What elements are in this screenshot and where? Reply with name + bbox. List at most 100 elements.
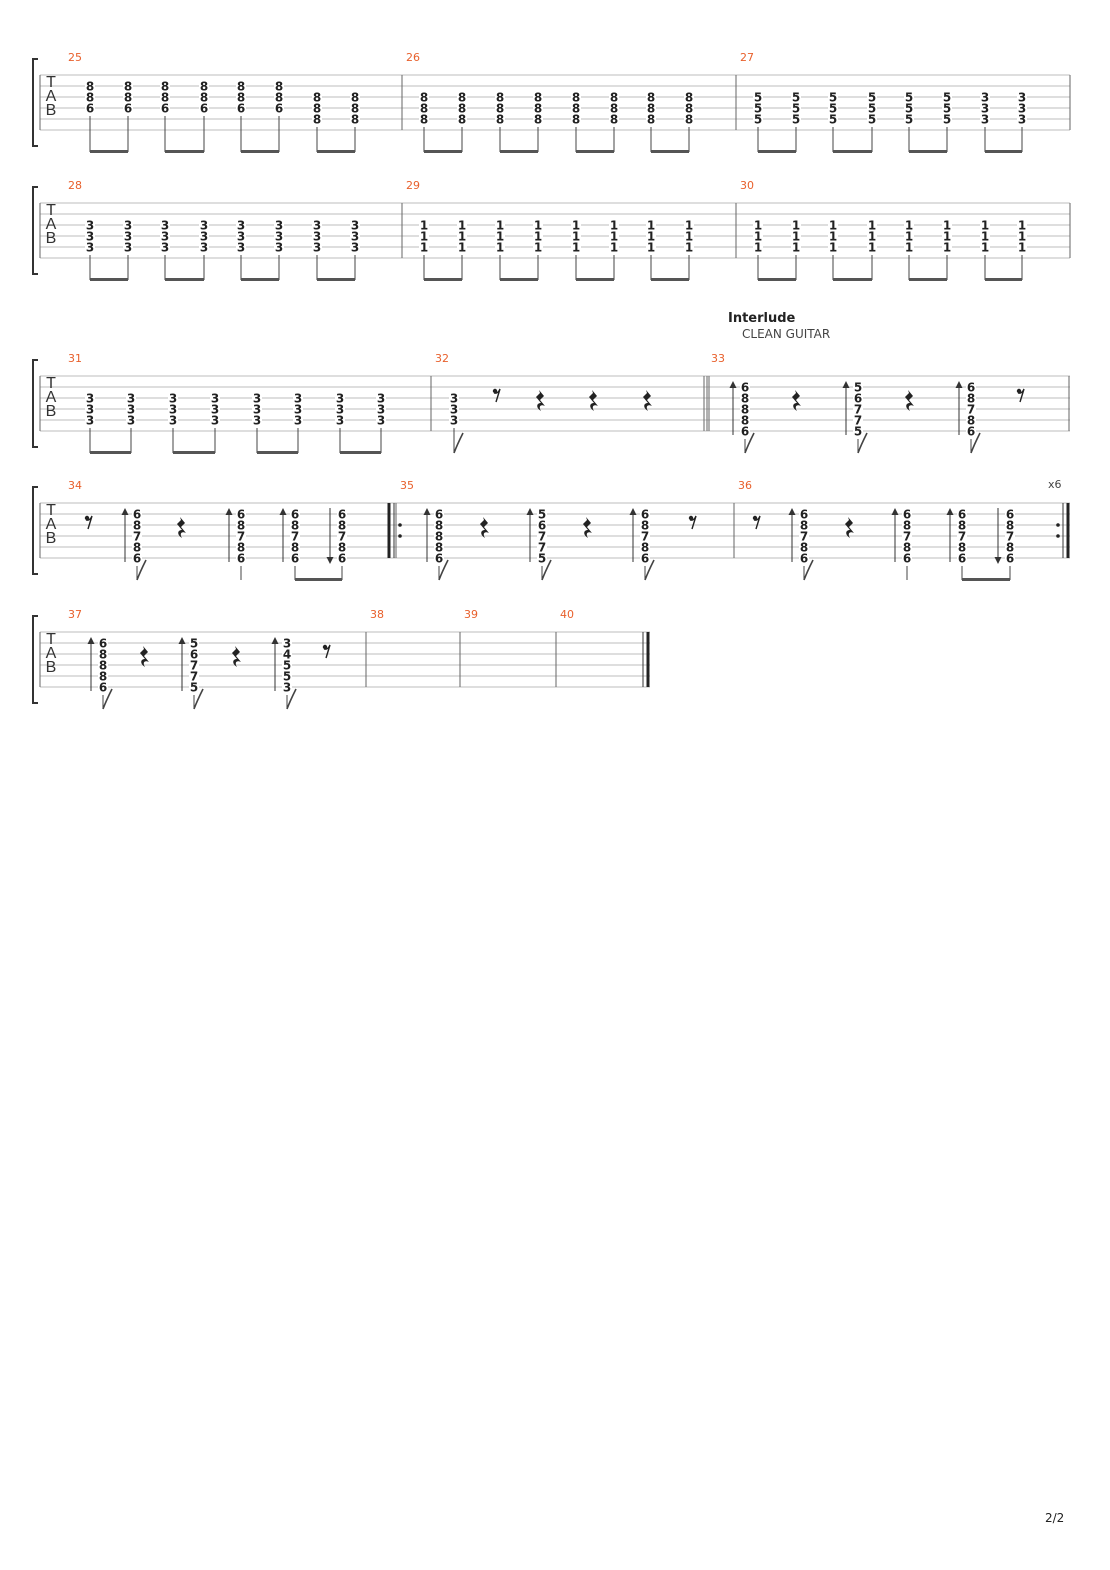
fret-number: 8 — [99, 648, 107, 662]
fret-bg — [942, 243, 952, 254]
fret-bg — [335, 394, 345, 405]
fret-bg — [449, 405, 459, 416]
fret-number: 3 — [211, 403, 219, 417]
measure-number: 31 — [68, 352, 82, 365]
fret-number: 8 — [685, 91, 693, 105]
fret-number: 1 — [829, 219, 837, 233]
fret-bg — [98, 672, 108, 683]
fret-number: 8 — [458, 102, 466, 116]
fret-number: 8 — [647, 113, 655, 127]
fret-number: 1 — [943, 219, 951, 233]
fret-bg — [282, 661, 292, 672]
fret-bg — [132, 543, 142, 554]
eighth-beam — [90, 451, 131, 454]
fret-bg — [495, 93, 505, 104]
fret-number: 3 — [253, 414, 261, 428]
fret-number: 3 — [313, 241, 321, 255]
fret-bg — [293, 416, 303, 427]
fret-number: 1 — [943, 230, 951, 244]
pick-down-arrow-icon — [994, 557, 1002, 564]
fret-number: 8 — [534, 113, 542, 127]
fret-number: 3 — [200, 241, 208, 255]
fret-number: 3 — [294, 392, 302, 406]
eighth-rest — [689, 515, 697, 530]
fret-number: 5 — [538, 508, 546, 522]
fret-number: 7 — [903, 530, 911, 544]
fret-bg — [942, 232, 952, 243]
fret-number: 1 — [458, 241, 466, 255]
quarter-rest — [845, 517, 854, 538]
pick-up-arrow-icon — [946, 508, 954, 515]
repeat-count-label: x6 — [1048, 478, 1062, 491]
fret-bg — [274, 221, 284, 232]
fret-number: 5 — [792, 91, 800, 105]
fret-number: 8 — [351, 102, 359, 116]
fret-bg — [684, 221, 694, 232]
fret-number: 3 — [127, 392, 135, 406]
fret-number: 8 — [86, 80, 94, 94]
quarter-rest — [177, 517, 186, 538]
fret-bg — [419, 104, 429, 115]
fret-bg — [957, 532, 967, 543]
fret-bg — [274, 93, 284, 104]
fret-number: 3 — [124, 219, 132, 233]
fret-number: 6 — [275, 102, 283, 116]
fret-bg — [753, 104, 763, 115]
fret-bg — [828, 232, 838, 243]
eighth-rest — [492, 388, 498, 394]
fret-number: 8 — [800, 519, 808, 533]
fret-bg — [123, 82, 133, 93]
fret-number: 8 — [1006, 541, 1014, 555]
fret-bg — [799, 554, 809, 565]
fret-number: 5 — [829, 102, 837, 116]
fret-number: 3 — [336, 403, 344, 417]
fret-bg — [282, 650, 292, 661]
fret-bg — [337, 510, 347, 521]
fret-bg — [1017, 93, 1027, 104]
fret-number: 7 — [958, 530, 966, 544]
quarter-rest — [589, 390, 598, 411]
fret-number: 8 — [435, 530, 443, 544]
fret-bg — [312, 104, 322, 115]
eighth-beam — [257, 451, 298, 454]
fret-number: 3 — [253, 403, 261, 417]
eighth-flag — [803, 559, 814, 581]
fret-bg — [867, 104, 877, 115]
fret-number: 3 — [351, 241, 359, 255]
fret-bg — [902, 510, 912, 521]
fret-bg — [290, 554, 300, 565]
fret-number: 6 — [903, 508, 911, 522]
fret-bg — [853, 383, 863, 394]
fret-bg — [966, 416, 976, 427]
fret-bg — [1017, 104, 1027, 115]
fret-bg — [957, 554, 967, 565]
fret-number: 8 — [237, 91, 245, 105]
fret-number: 3 — [211, 392, 219, 406]
fret-number: 6 — [741, 425, 749, 439]
fret-number: 3 — [351, 219, 359, 233]
fret-bg — [646, 104, 656, 115]
fret-number: 6 — [99, 637, 107, 651]
fret-bg — [126, 416, 136, 427]
fret-bg — [85, 394, 95, 405]
pick-up-arrow-icon — [729, 381, 737, 388]
fret-number: 8 — [86, 91, 94, 105]
tab-clef-letter: B — [46, 659, 57, 676]
fret-number: 7 — [291, 530, 299, 544]
fret-number: 3 — [86, 403, 94, 417]
fret-bg — [337, 554, 347, 565]
fret-number: 8 — [496, 91, 504, 105]
fret-number: 3 — [336, 392, 344, 406]
fret-bg — [640, 521, 650, 532]
fret-number: 1 — [458, 230, 466, 244]
fret-number: 8 — [275, 91, 283, 105]
fret-bg — [350, 221, 360, 232]
fret-number: 6 — [133, 508, 141, 522]
measure-number: 39 — [464, 608, 478, 621]
fret-number: 3 — [450, 392, 458, 406]
fret-bg — [350, 232, 360, 243]
fret-number: 8 — [610, 113, 618, 127]
fret-bg — [132, 532, 142, 543]
fret-bg — [98, 661, 108, 672]
fret-bg — [537, 521, 547, 532]
